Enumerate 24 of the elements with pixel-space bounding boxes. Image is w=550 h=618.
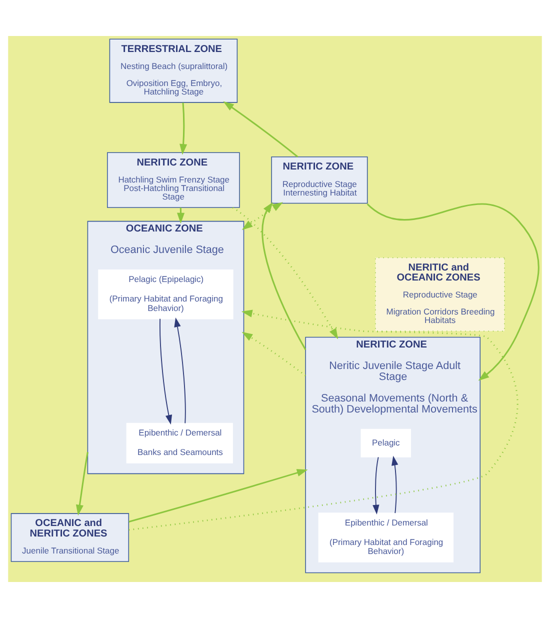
node-box: Epibenthic / Demersal (Primary Habitat and Foraging Behavior) (318, 512, 454, 562)
node-box: NERITIC and OCEANIC ZONES Reproductive Stage Migration Corridors Breeding Habitats (375, 257, 505, 332)
arrow (128, 310, 518, 531)
node-box: NERITIC ZONE Hatchling Swim Frenzy Stage Post-Hatchling Transitional Stage (107, 152, 240, 208)
arrow (372, 456, 380, 514)
node-box: Pelagic (Epipelagic) (Primary Habitat and Foraging Behavior) (98, 270, 234, 320)
node-box: OCEANIC and NERITIC ZONES Juenile Transitional Stage (10, 513, 130, 562)
arrow (174, 317, 186, 424)
node-box: Pelagic (360, 428, 411, 458)
node-box: NERITIC ZONE Reproductive Stage Internesting Habitat (271, 156, 368, 204)
arrow (176, 208, 185, 224)
arrow (128, 469, 308, 522)
arrow (223, 101, 298, 158)
arrow (242, 202, 284, 230)
node-box: Epibenthic / Demersal Banks and Seamounts (126, 422, 233, 464)
arrow (232, 206, 338, 340)
arrow (366, 203, 540, 381)
arrow (242, 332, 306, 376)
arrow (262, 202, 306, 350)
arrow (160, 318, 172, 425)
arrow (392, 456, 398, 514)
node-box: TERRESTRIAL ZONE Nesting Beach (supralittoral) Oviposition Egg, Embryo, Hatchling Stage (109, 38, 238, 103)
arrow (180, 102, 188, 155)
arrow (76, 452, 88, 516)
